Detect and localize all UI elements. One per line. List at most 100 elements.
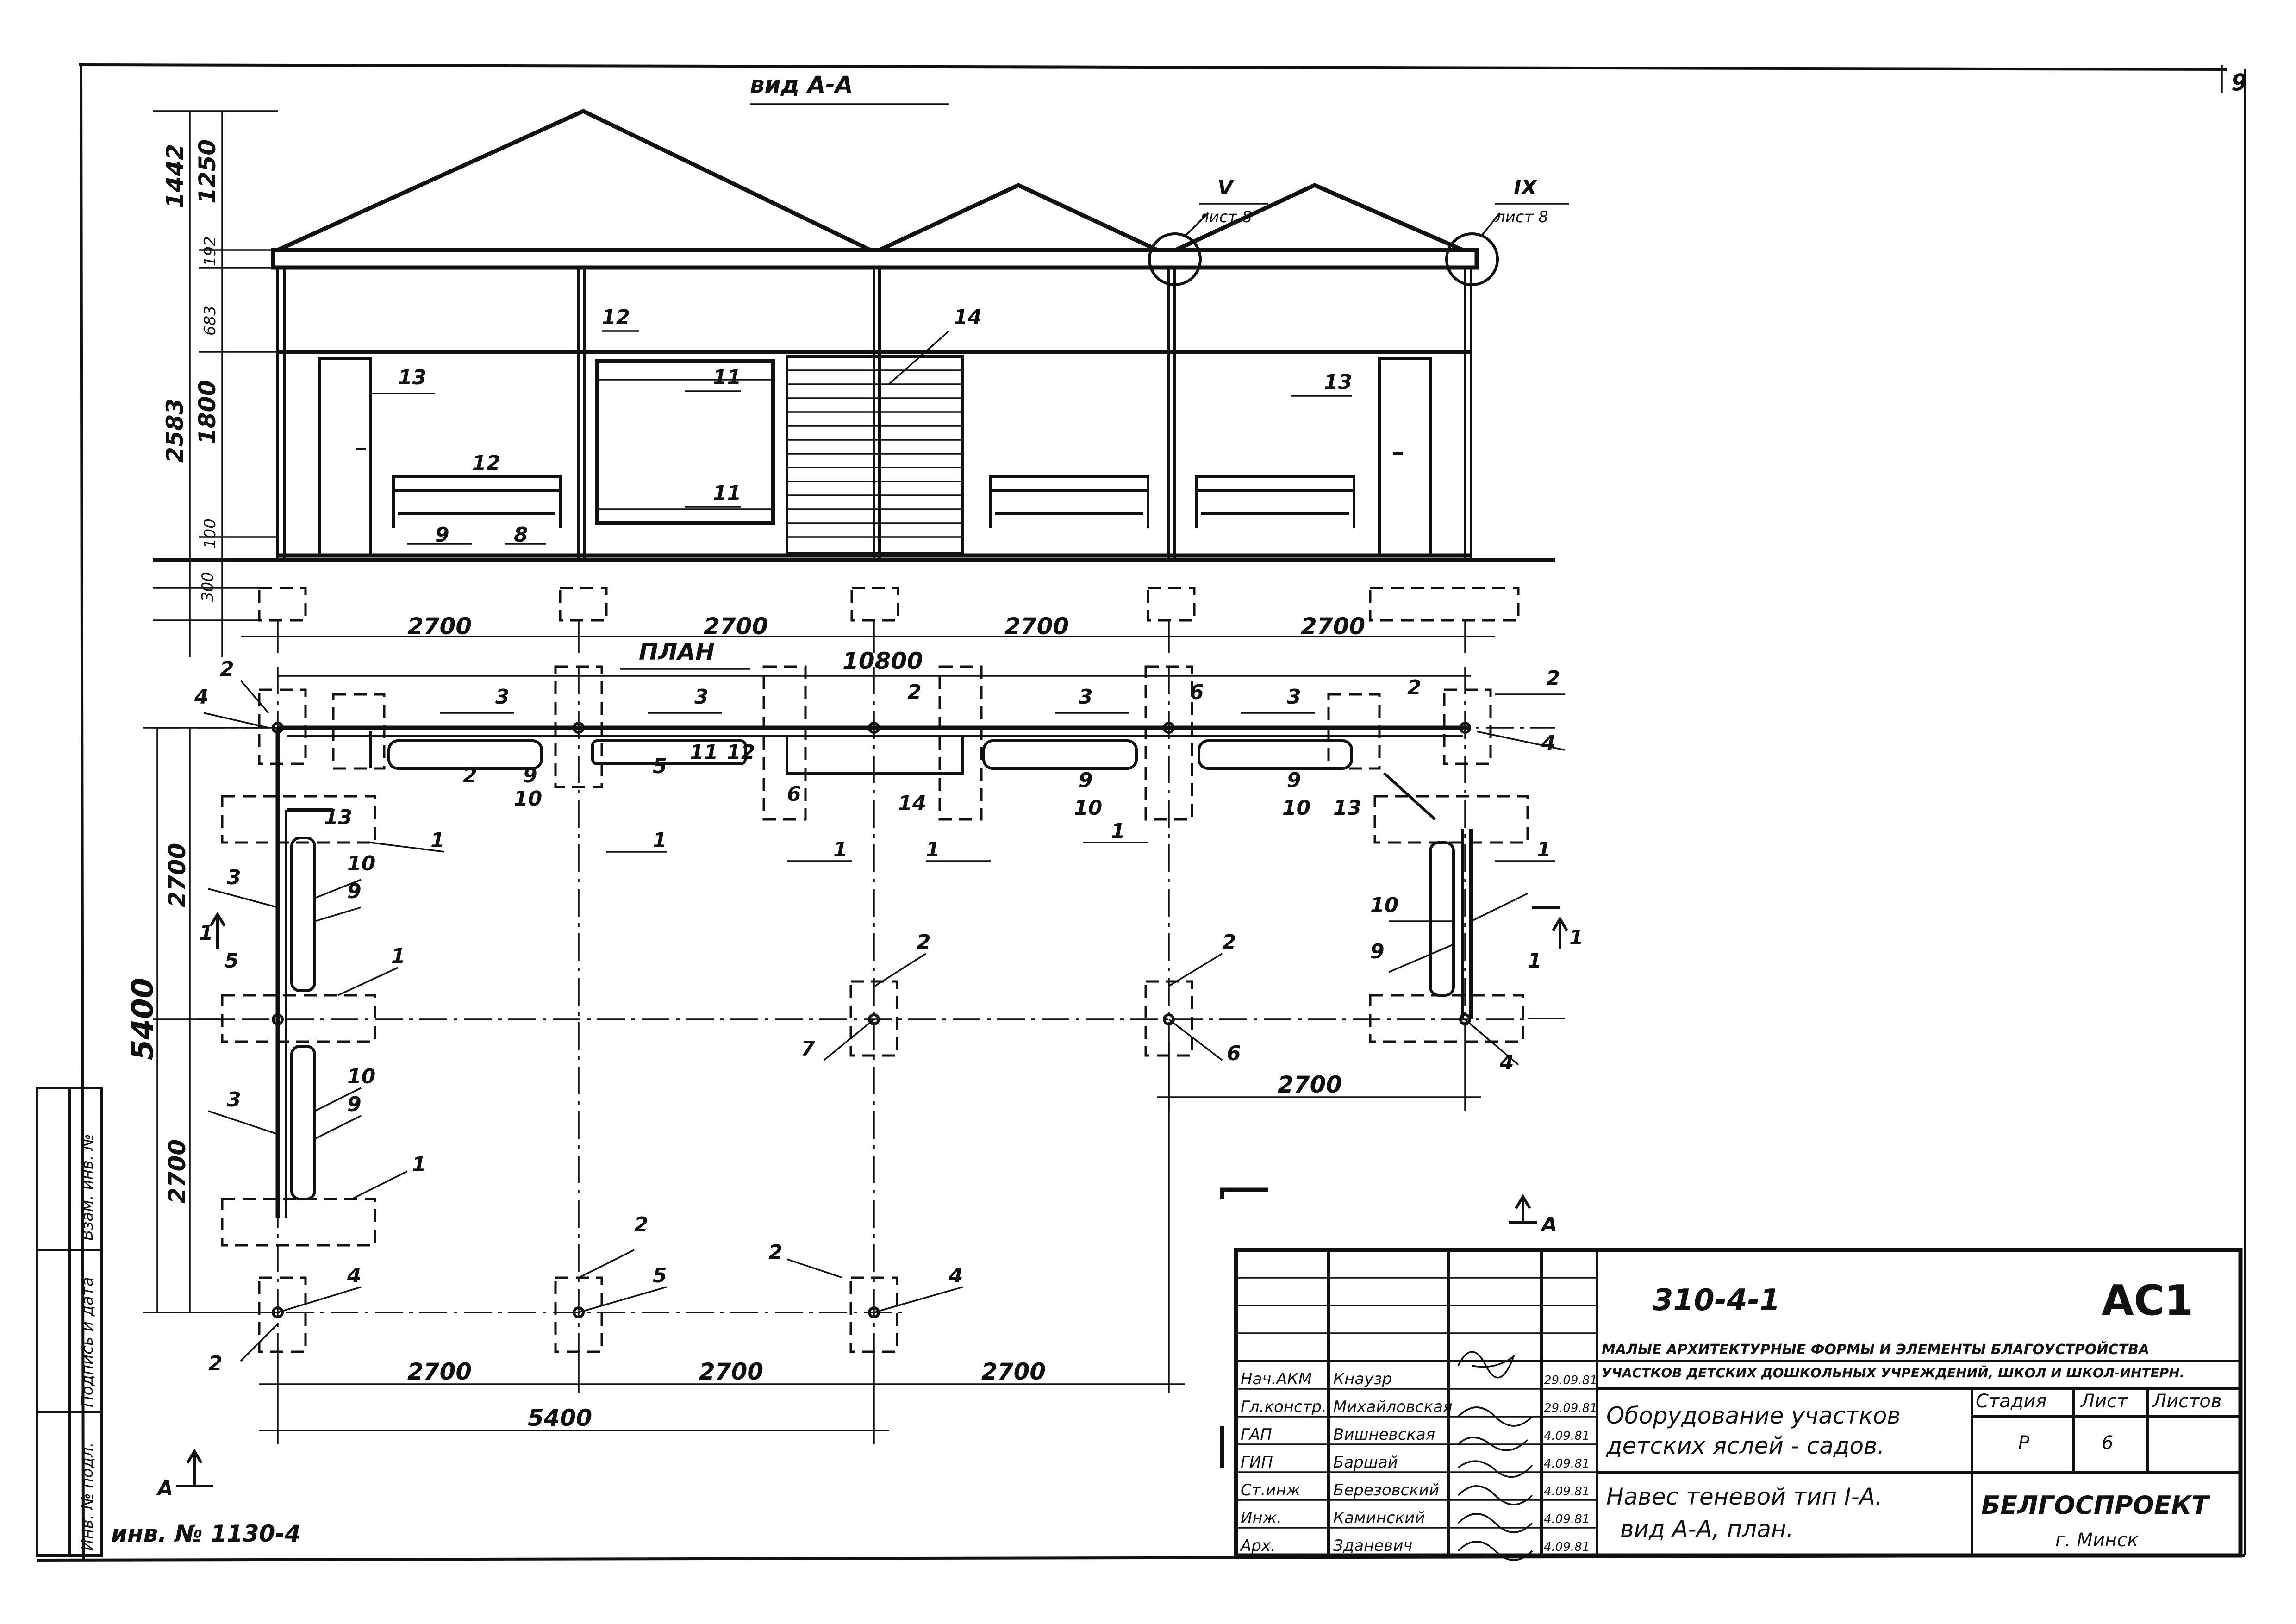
- callout-door-right: 13: [1324, 370, 1352, 394]
- drawing-title-2: вид А-А, план.: [1620, 1516, 1794, 1543]
- node-ref-sheet: лист 8: [1198, 208, 1252, 226]
- section-a-label: А: [1540, 1213, 1557, 1237]
- sig-date: 4.09.81: [1544, 1429, 1590, 1443]
- callout: 2: [768, 1241, 783, 1264]
- sig-role: ГИП: [1241, 1453, 1273, 1472]
- right-dim: 2700: [1278, 1071, 1342, 1098]
- stage-header: Стадия: [1976, 1391, 2046, 1412]
- callout: 9: [1370, 940, 1385, 963]
- callout: 10: [1074, 796, 1102, 820]
- sig-name: Михайловская: [1333, 1398, 1453, 1416]
- callout: 1: [1528, 949, 1542, 973]
- callout: 2: [220, 657, 234, 681]
- callout: 4: [194, 685, 209, 709]
- page-number: 9: [2231, 69, 2247, 96]
- series-title-2: УЧАСТКОВ ДЕТСКИХ ДОШКОЛЬНЫХ УЧРЕЖДЕНИЙ, …: [1602, 1365, 2184, 1380]
- callout: 1: [653, 829, 667, 852]
- callout: 2: [1407, 676, 1422, 700]
- callout-bench-seat-label: 12: [472, 451, 500, 475]
- drawing-code: 310-4-1: [1653, 1283, 1780, 1318]
- node-ref-sheet: лист 8: [1495, 208, 1548, 226]
- callout: 10: [1282, 796, 1310, 820]
- callout: 1: [430, 829, 445, 852]
- callout: 4: [1541, 731, 1556, 755]
- callout: 6: [787, 782, 801, 806]
- plan-view: [153, 665, 1555, 1353]
- callout-frame-top: 11: [713, 366, 741, 389]
- stamp-sign-date: Подпись и дата: [78, 1277, 97, 1407]
- callout: 2: [634, 1213, 649, 1237]
- callout: 3: [227, 1088, 241, 1112]
- bay-dim: 2700: [1004, 613, 1069, 640]
- section-mark-label: 1: [199, 921, 213, 945]
- callout: 10: [347, 1065, 375, 1088]
- callout: 11: [690, 741, 718, 764]
- callout: 1: [833, 838, 848, 862]
- side-dim-total: 5400: [126, 978, 160, 1060]
- height-dim: 100: [201, 518, 219, 549]
- callout-bench-leg: 8: [514, 523, 528, 547]
- callout: 13: [1333, 796, 1361, 820]
- callout: 2: [1222, 931, 1236, 954]
- sig-role: Арх.: [1240, 1537, 1276, 1555]
- signature-rows: Нач.АКМ Кнаузр 29.09.81 Гл.констр. Михай…: [1240, 1370, 1597, 1555]
- bottom-total-dim: 5400: [528, 1405, 592, 1431]
- sig-date: 4.09.81: [1544, 1512, 1590, 1526]
- height-dim: 192: [201, 236, 219, 266]
- overall-width-dim: 10800: [842, 648, 923, 675]
- organization-city: г. Минск: [2055, 1530, 2138, 1551]
- callout: 3: [1079, 685, 1093, 709]
- stage-value: Р: [2018, 1432, 2030, 1454]
- callout: 1: [1537, 838, 1551, 862]
- callout-door-left: 13: [398, 366, 426, 389]
- callout: 6: [1190, 681, 1204, 704]
- section-a-label: А: [156, 1477, 173, 1500]
- sig-date: 29.09.81: [1544, 1401, 1597, 1415]
- sig-date: 4.09.81: [1544, 1540, 1590, 1554]
- bench: [989, 475, 1149, 528]
- callout: 1: [391, 944, 406, 968]
- plan-title: ПЛАН: [639, 638, 715, 665]
- callout-bench-seat: 9: [435, 523, 449, 547]
- callout: 2: [1546, 667, 1560, 690]
- section-mark-right: [1532, 906, 1568, 949]
- callout: 9: [347, 1093, 362, 1116]
- callout: 1: [412, 1153, 426, 1176]
- stamp-replaced-inv: Взам. инв. №: [78, 1134, 97, 1241]
- bench: [1195, 475, 1355, 528]
- section-mark-left: [209, 912, 226, 949]
- callout: 9: [523, 764, 537, 787]
- callout: 5: [653, 755, 667, 778]
- sig-role: ГАП: [1241, 1425, 1272, 1444]
- section-a-left: [176, 1449, 213, 1487]
- callout-window: 12: [602, 306, 630, 329]
- callout: 9: [347, 880, 362, 903]
- callout: 13: [324, 806, 352, 829]
- callout-frame-bottom: 11: [713, 481, 741, 505]
- callout: 2: [208, 1352, 223, 1375]
- callout: 10: [514, 787, 542, 811]
- side-stamp: Взам. инв. № Подпись и дата Инв. № подл.: [36, 1087, 103, 1557]
- sig-role: Ст.инж: [1241, 1481, 1301, 1499]
- callout: 3: [694, 685, 709, 709]
- sig-name: Вишневская: [1333, 1425, 1435, 1444]
- sig-name: Каминский: [1333, 1509, 1425, 1527]
- sig-role: Гл.констр.: [1241, 1398, 1327, 1416]
- sheet-title-1: Оборудование участков: [1606, 1402, 1901, 1429]
- height-dim: 683: [201, 306, 219, 336]
- bottom-dim: 2700: [699, 1358, 763, 1385]
- side-dim: 2700: [164, 1139, 191, 1204]
- elevation-height-dims: [153, 110, 278, 657]
- side-dim: 2700: [164, 843, 191, 907]
- plan-callouts: [203, 680, 1565, 1362]
- sheet-frame: [37, 63, 2246, 1562]
- sheets-header: Листов: [2152, 1391, 2221, 1412]
- sig-role: Инж.: [1241, 1509, 1282, 1527]
- callout: 10: [1370, 893, 1398, 917]
- title-block: [1234, 1248, 2243, 1558]
- organization-name: БЕЛГОСПРОЕКТ: [1981, 1491, 2211, 1520]
- bay-dim: 2700: [1301, 613, 1365, 640]
- callout: 1: [926, 838, 940, 862]
- sheet-title-2: детских яслей - садов.: [1606, 1432, 1884, 1459]
